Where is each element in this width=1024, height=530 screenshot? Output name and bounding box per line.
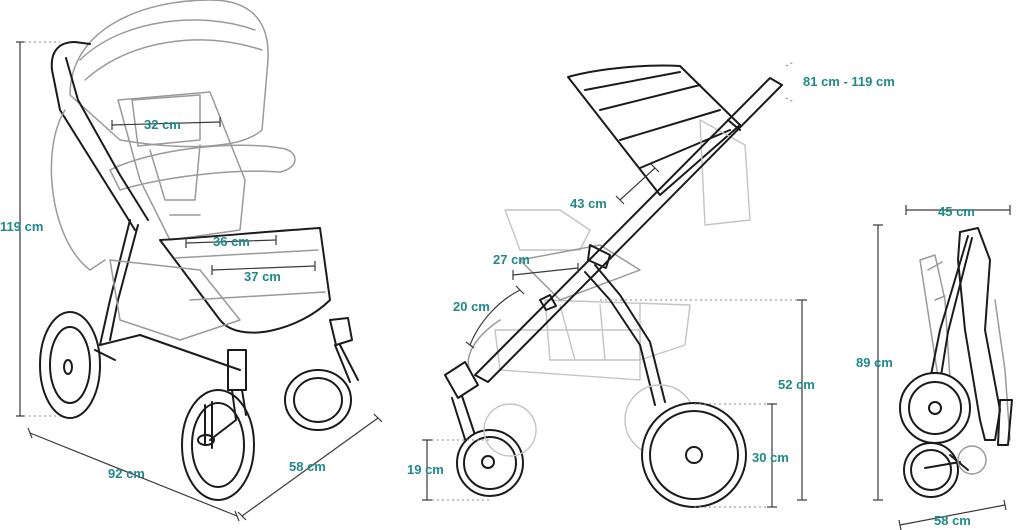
seat-height-label: 52 cm <box>778 377 815 392</box>
seat-length-label: 27 cm <box>493 252 530 267</box>
front-wheel-label: 19 cm <box>407 462 444 477</box>
backrest-label: 43 cm <box>570 196 607 211</box>
legrest-label: 20 cm <box>453 299 490 314</box>
front-height-label: 119 cm <box>0 219 43 234</box>
side-view-stroller <box>444 64 783 508</box>
front-length-label: 92 cm <box>108 466 145 481</box>
side-dimension-labels: 81 cm - 119 cm 43 cm 27 cm 20 cm 52 cm 3… <box>407 74 895 477</box>
seat-depth-label: 36 cm <box>213 234 250 249</box>
folded-view-stroller <box>899 227 1013 498</box>
folded-height-label: 89 cm <box>856 355 893 370</box>
rear-wheel-label: 30 cm <box>752 450 789 465</box>
front-view-stroller <box>39 0 359 501</box>
front-width-label: 58 cm <box>289 459 326 474</box>
folded-dimension-labels: 45 cm 89 cm 58 cm <box>856 204 975 528</box>
side-dimension-lines <box>422 61 807 508</box>
handle-height-label: 81 cm - 119 cm <box>803 74 895 89</box>
seat-width-label: 32 cm <box>144 117 181 132</box>
front-dimension-lines <box>16 41 383 522</box>
folded-width-label: 58 cm <box>934 513 971 528</box>
folded-dimension-lines <box>873 205 1011 530</box>
footrest-width-label: 37 cm <box>244 269 281 284</box>
front-dimension-labels: 119 cm 32 cm 36 cm 37 cm 92 cm 58 cm <box>0 117 326 481</box>
folded-depth-label: 45 cm <box>938 204 975 219</box>
